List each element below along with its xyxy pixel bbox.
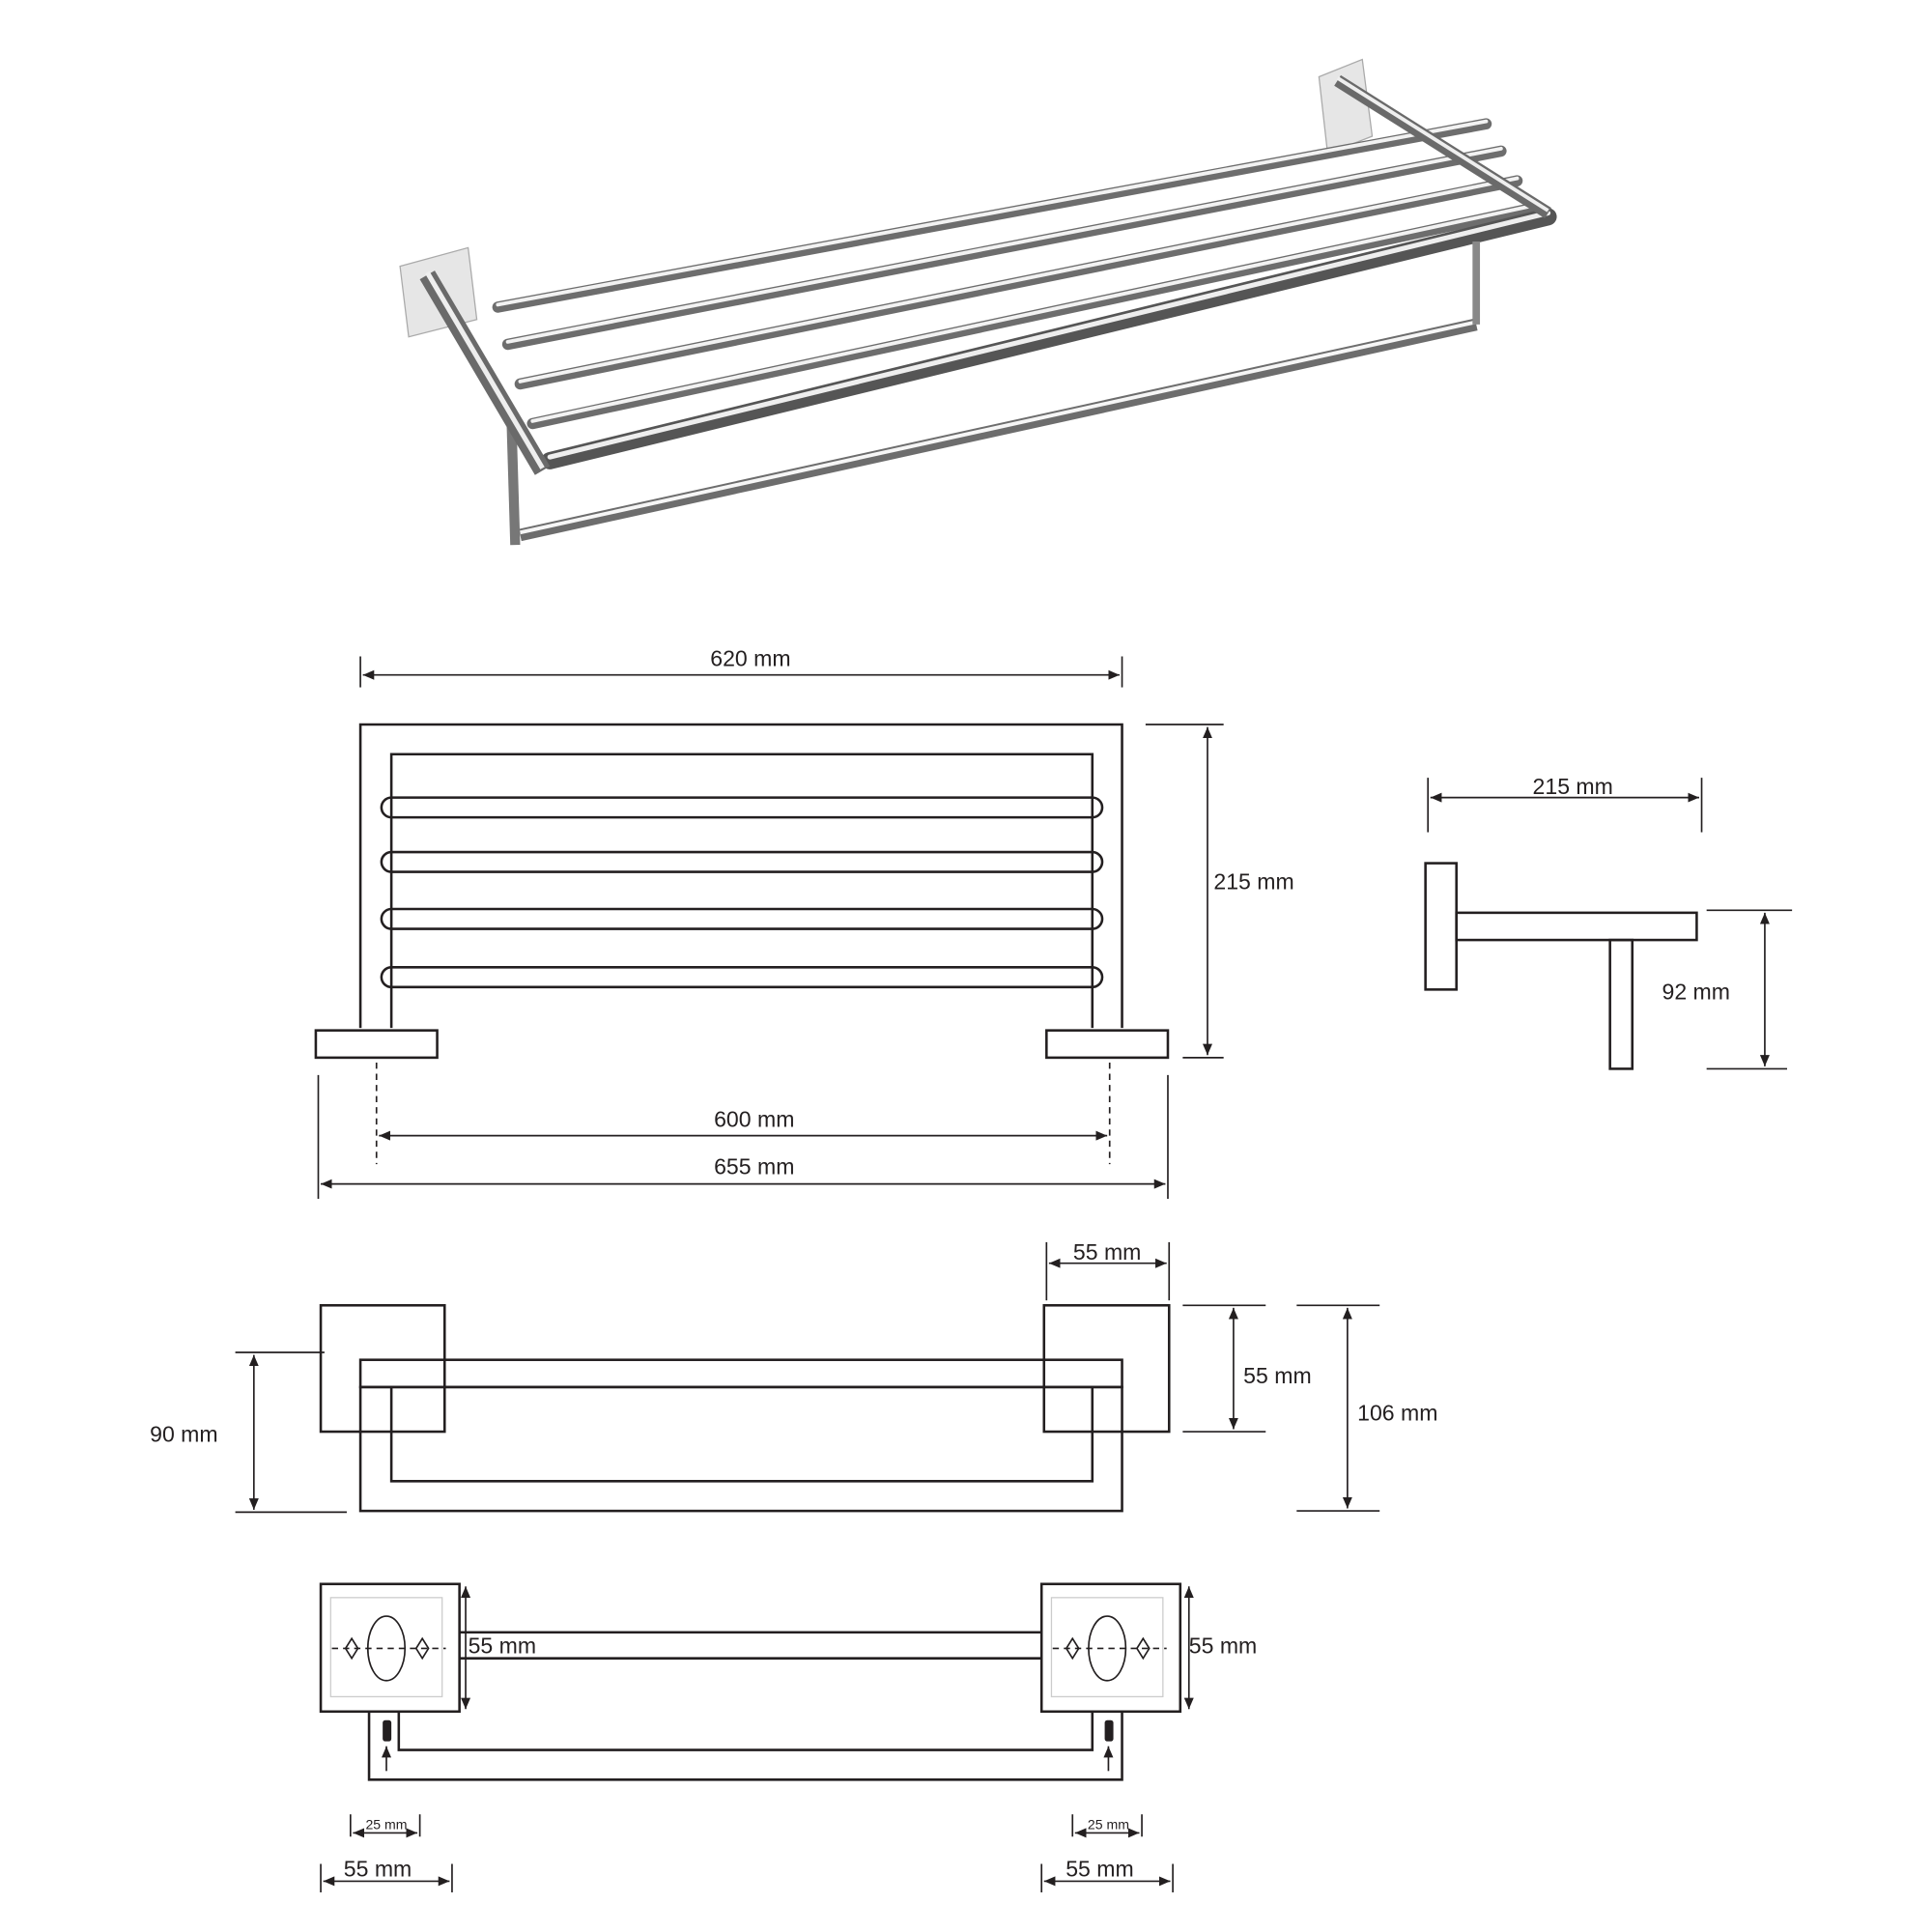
- dim-55-plate-left: 55 mm: [469, 1634, 536, 1659]
- dim-92: 92 mm: [1662, 980, 1730, 1005]
- dim-215-height: 215 mm: [1213, 869, 1293, 895]
- dim-600: 600 mm: [714, 1107, 794, 1132]
- dim-655: 655 mm: [714, 1153, 794, 1179]
- dim-55-height: 55 mm: [1243, 1363, 1311, 1388]
- mount-left: [314, 1029, 439, 1060]
- dim-90: 90 mm: [150, 1421, 217, 1446]
- dim-55-width: 55 mm: [1073, 1239, 1141, 1264]
- dim-25-left: 25 mm: [365, 1817, 407, 1833]
- product-photo: [399, 58, 1557, 546]
- dim-620: 620 mm: [710, 646, 790, 671]
- shelf-rails: [380, 796, 1104, 989]
- dim-55-bottom-left: 55 mm: [344, 1856, 412, 1881]
- mount-plate-left: [319, 1582, 461, 1714]
- dim-215-depth: 215 mm: [1533, 774, 1613, 799]
- top-view: 55 mm 55 mm 106 mm 90 mm: [150, 1239, 1437, 1514]
- mount-view: 55 mm 55 mm 25 mm 25 mm 55 mm 55 mm: [319, 1582, 1257, 1892]
- wall-plate-right: [1318, 58, 1374, 155]
- dim-106: 106 mm: [1357, 1401, 1437, 1426]
- mount-plate-right: [1039, 1582, 1182, 1714]
- dim-55-bottom-right: 55 mm: [1065, 1856, 1133, 1881]
- dim-25-right: 25 mm: [1088, 1817, 1129, 1833]
- side-view: 215 mm 92 mm: [1424, 774, 1793, 1070]
- mount-right: [1045, 1029, 1170, 1060]
- front-view: 620 mm 215 mm 600 mm 655 mm: [314, 646, 1294, 1200]
- dim-55-plate-right: 55 mm: [1189, 1634, 1257, 1659]
